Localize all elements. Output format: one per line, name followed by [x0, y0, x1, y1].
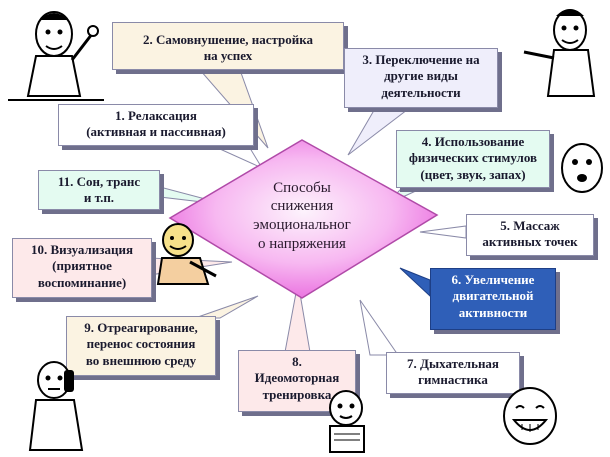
pointer-item-5: [419, 225, 467, 239]
relaxing-man-illustration: [156, 223, 217, 285]
center-line: Способы: [273, 179, 331, 196]
item-10-box: 10. Визуализация (приятное воспоминание): [12, 238, 152, 298]
item-4-box: 4. Использование физических стимулов (цв…: [396, 130, 550, 188]
pointer-item-7: [359, 299, 399, 356]
item-line: 4. Использование: [421, 134, 525, 149]
center-line: о напряжения: [258, 235, 346, 252]
item-line: 9. Отреагирование,: [84, 320, 198, 335]
item-line: 11. Сон, транс: [57, 174, 141, 189]
item-line: двигательной: [452, 288, 534, 304]
center-line: эмоциональног: [253, 217, 351, 233]
pointer-item-6: [399, 267, 431, 298]
pointing-man-illustration: [523, 9, 596, 97]
item-line: 5. Массаж: [500, 218, 560, 233]
item-line: активности: [458, 304, 528, 320]
center-line: снижения: [270, 198, 334, 215]
item-7-box: 7. Дыхательная гимнастика: [386, 352, 520, 394]
center-topic: Способы снижения эмоциональног о напряже…: [227, 149, 377, 283]
writing-man-illustration: [329, 390, 365, 453]
item-line: на успех: [203, 48, 253, 64]
item-line: гимнастика: [418, 372, 488, 388]
item-11-box: 11. Сон, транс и т.п.: [38, 170, 160, 210]
item-line: физических стимулов: [408, 150, 538, 166]
item-5-box: 5. Массаж активных точек: [466, 214, 594, 256]
item-line: воспоминание): [37, 274, 127, 290]
item-line: Идеомоторная: [254, 370, 340, 386]
item-line: 6. Увеличение: [451, 272, 535, 287]
item-line: активных точек: [482, 234, 578, 250]
item-line: (цвет, звук, запах): [420, 166, 526, 182]
item-line: 10. Визуализация: [30, 242, 134, 257]
item-line: 8.: [292, 354, 302, 369]
item-6-box: 6. Увеличение двигательной активности: [430, 268, 556, 330]
item-line: во внешнюю среду: [85, 352, 197, 368]
pointer-item-9: [194, 295, 259, 319]
item-line: и т.п.: [83, 190, 115, 206]
item-2-box: 2. Самовнушение, настройка на успех: [112, 22, 344, 70]
item-line: деятельности: [381, 84, 461, 100]
item-line: (активная и пассивная): [86, 124, 226, 140]
item-line: 7. Дыхательная: [407, 356, 499, 371]
item-1-box: 1. Релаксация (активная и пассивная): [58, 104, 254, 146]
item-line: 2. Самовнушение, настройка: [142, 32, 314, 47]
item-3-box: 3. Переключение на другие виды деятельно…: [344, 48, 498, 108]
center-diamond: [168, 139, 439, 299]
phone-man-illustration: [28, 361, 84, 451]
item-line: (приятное: [52, 258, 112, 274]
item-line: 3. Переключение на: [362, 52, 480, 67]
laughing-face-illustration: [503, 387, 557, 445]
item-line: тренировка: [262, 386, 332, 402]
item-line: другие виды: [384, 68, 458, 84]
item-9-box: 9. Отреагирование, перенос состояния во …: [66, 316, 216, 376]
item-line: перенос состояния: [86, 336, 196, 352]
item-line: 1. Релаксация: [115, 108, 197, 123]
surprised-face-illustration: [561, 143, 603, 193]
thinking-man-illustration: [8, 11, 104, 101]
